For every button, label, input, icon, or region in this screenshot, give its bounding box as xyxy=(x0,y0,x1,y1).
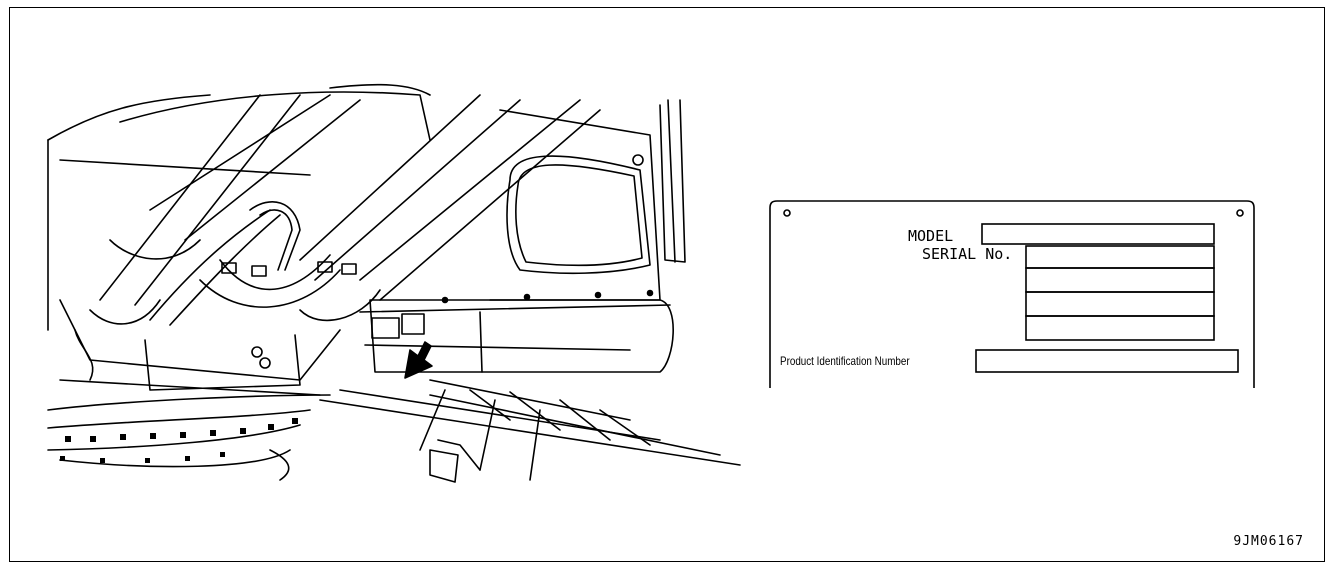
model-label: MODEL xyxy=(908,227,954,245)
nameplate-hole-icon xyxy=(783,209,791,217)
product-identification-number-label: Product Identification Number xyxy=(780,354,910,368)
serial-number-label: SERIAL No. xyxy=(922,245,1013,263)
figure-frame xyxy=(9,7,1325,562)
figure-id: 9JM06167 xyxy=(1233,534,1304,549)
